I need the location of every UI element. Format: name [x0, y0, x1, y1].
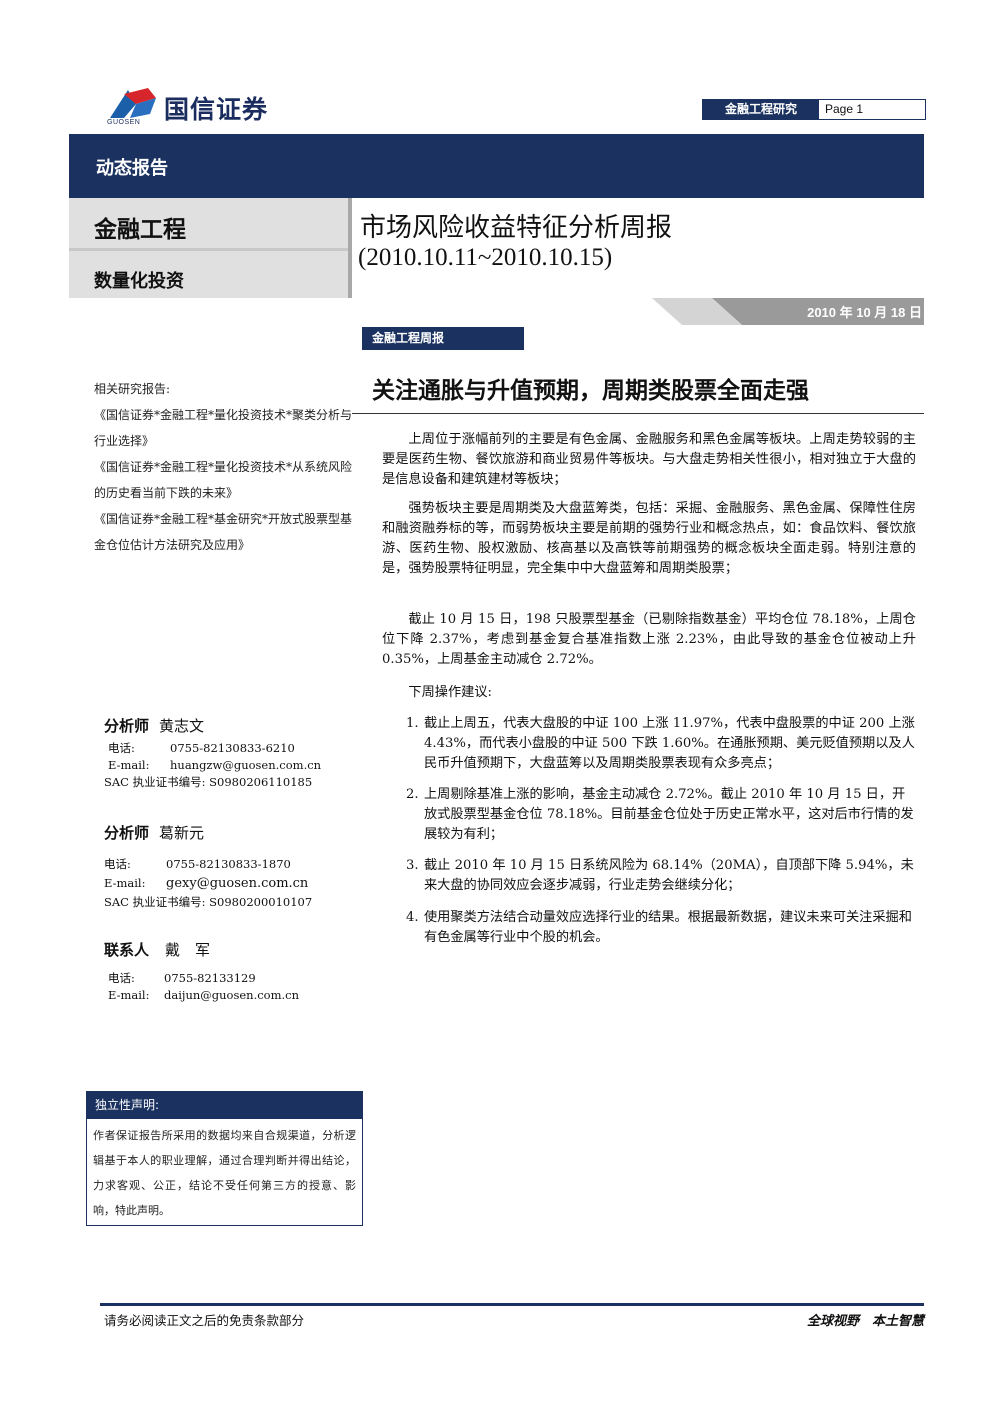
related-heading: 相关研究报告:	[94, 382, 171, 396]
suggestion-item: 1. 截止上周五，代表大盘股的中证 100 上涨 11.97%，代表中盘股票的中…	[406, 714, 916, 774]
suggestion-num: 4.	[406, 910, 419, 925]
analyst-name: 黄志文	[159, 717, 205, 735]
category-divider	[69, 248, 348, 251]
suggestion-text: 使用聚类方法结合动量效应选择行业的结果。根据最新数据，建议未来可关注采掘和有色金…	[424, 910, 912, 945]
paragraph: 截止 10 月 15 日，198 只股票型基金（已剔除指数基金）平均仓位 78.…	[382, 612, 916, 667]
statement-text: 作者保证报告所采用的数据均来自合规渠道，分析逻辑基于本人的职业理解，通过合理判断…	[93, 1129, 356, 1217]
report-date: 2010 年 10 月 18 日	[807, 305, 922, 320]
analyst-role: 分析师	[104, 717, 150, 735]
analyst-email: huangzw@guosen.com.cn	[170, 758, 322, 772]
suggestion-text: 截止 2010 年 10 月 15 日系统风险为 68.14%（20MA），自顶…	[424, 858, 914, 893]
analyst-name: 葛新元	[159, 824, 205, 842]
email-key: E-mail:	[108, 758, 150, 772]
analyst-sac: S0980200010107	[209, 895, 313, 909]
contact-role: 联系人	[104, 941, 150, 959]
report-type: 动态报告	[96, 158, 168, 179]
dept-page-tag: 金融工程研究 Page 1	[702, 99, 926, 120]
suggestion-text: 截止上周五，代表大盘股的中证 100 上涨 11.97%，代表中盘股票的中证 2…	[424, 716, 915, 771]
related-item: 《国信证券*金融工程*基金研究*开放式股票型基金仓位估计方法研究及应用》	[94, 512, 353, 552]
headline: 关注通胀与升值预期，周期类股票全面走强	[372, 378, 809, 404]
category-sub: 数量化投资	[94, 271, 184, 292]
contact-name: 戴 军	[165, 941, 211, 959]
related-item: 《国信证券*金融工程*量化投资技术*聚类分析与行业选择》	[94, 408, 353, 448]
analyst-block: 分析师黄志文 电话: 0755-82130833-6210 E-mail: huan…	[104, 715, 321, 791]
brand-name: 国信证券	[164, 95, 269, 124]
independence-statement: 独立性声明: 作者保证报告所采用的数据均来自合规渠道，分析逻辑基于本人的职业理解…	[86, 1091, 363, 1226]
footer-disclaimer: 请务必阅读正文之后的免责条款部分	[104, 1313, 305, 1328]
suggestion-item: 2. 上周剔除基准上涨的影响，基金主动减仓 2.72%。截止 2010 年 10…	[406, 785, 916, 845]
suggestion-num: 2.	[406, 787, 419, 802]
footer-slogan: 全球视野 本土智慧	[806, 1314, 924, 1329]
date-bar	[352, 298, 924, 325]
paragraph: 上周位于涨幅前列的主要是有色金属、金融服务和黑色金属等板块。上周走势较弱的主要是…	[382, 432, 916, 487]
sac-key: SAC 执业证书编号:	[104, 895, 206, 909]
contact-phone: 0755-82133129	[164, 971, 256, 985]
headline-rule	[352, 413, 924, 414]
page-label: Page 1	[825, 102, 864, 116]
header-band	[69, 134, 924, 198]
analyst-email: gexy@guosen.com.cn	[166, 876, 309, 891]
dept-label: 金融工程研究	[703, 100, 819, 119]
suggestion-text: 上周剔除基准上涨的影响，基金主动减仓 2.72%。截止 2010 年 10 月 …	[424, 787, 914, 842]
brand-sub: GUOSEN	[107, 119, 141, 126]
email-key: E-mail:	[104, 876, 146, 890]
sac-key: SAC 执业证书编号:	[104, 775, 206, 789]
footer-rule	[100, 1303, 924, 1306]
suggestion-item: 4. 使用聚类方法结合动量效应选择行业的结果。根据最新数据，建议未来可关注采掘和…	[406, 908, 916, 948]
vertical-rule	[348, 198, 352, 298]
related-research: 相关研究报告: 《国信证券*金融工程*量化投资技术*聚类分析与行业选择》 《国信…	[94, 376, 356, 558]
report-date-range: (2010.10.11~2010.10.15)	[358, 244, 613, 271]
weekly-tag: 金融工程周报	[362, 327, 524, 350]
suggestions-heading: 下周操作建议:	[408, 685, 492, 700]
contact-email: daijun@guosen.com.cn	[164, 988, 300, 1002]
phone-key: 电话:	[108, 971, 135, 985]
phone-key: 电话:	[108, 741, 135, 755]
report-title: 市场风险收益特征分析周报	[360, 213, 673, 243]
suggestion-num: 1.	[406, 716, 419, 731]
logo-mark-icon	[110, 88, 156, 118]
analyst-phone: 0755-82130833-6210	[170, 741, 295, 755]
analyst-sac: S0980206110185	[209, 775, 313, 789]
statement-heading: 独立性声明:	[87, 1092, 362, 1119]
paragraph: 强势板块主要是周期类及大盘蓝筹类，包括：采掘、金融服务、黑色金属、保障性住房和融…	[382, 501, 916, 576]
phone-key: 电话:	[104, 857, 131, 871]
contact-block: 联系人戴 军 电话: 0755-82133129 E-mail: daijun@gu…	[104, 939, 299, 1004]
suggestion-num: 3.	[406, 858, 419, 873]
analyst-phone: 0755-82130833-1870	[166, 857, 291, 871]
category-main: 金融工程	[94, 217, 186, 243]
related-item: 《国信证券*金融工程*量化投资技术*从系统风险的历史看当前下跌的未来》	[94, 460, 353, 500]
email-key: E-mail:	[108, 988, 150, 1002]
logo	[106, 84, 306, 130]
suggestion-item: 3. 截止 2010 年 10 月 15 日系统风险为 68.14%（20MA）…	[406, 856, 916, 896]
analyst-block: 分析师葛新元 电话: 0755-82130833-1870 E-mail: gexy…	[104, 822, 312, 912]
analyst-role: 分析师	[104, 824, 150, 842]
